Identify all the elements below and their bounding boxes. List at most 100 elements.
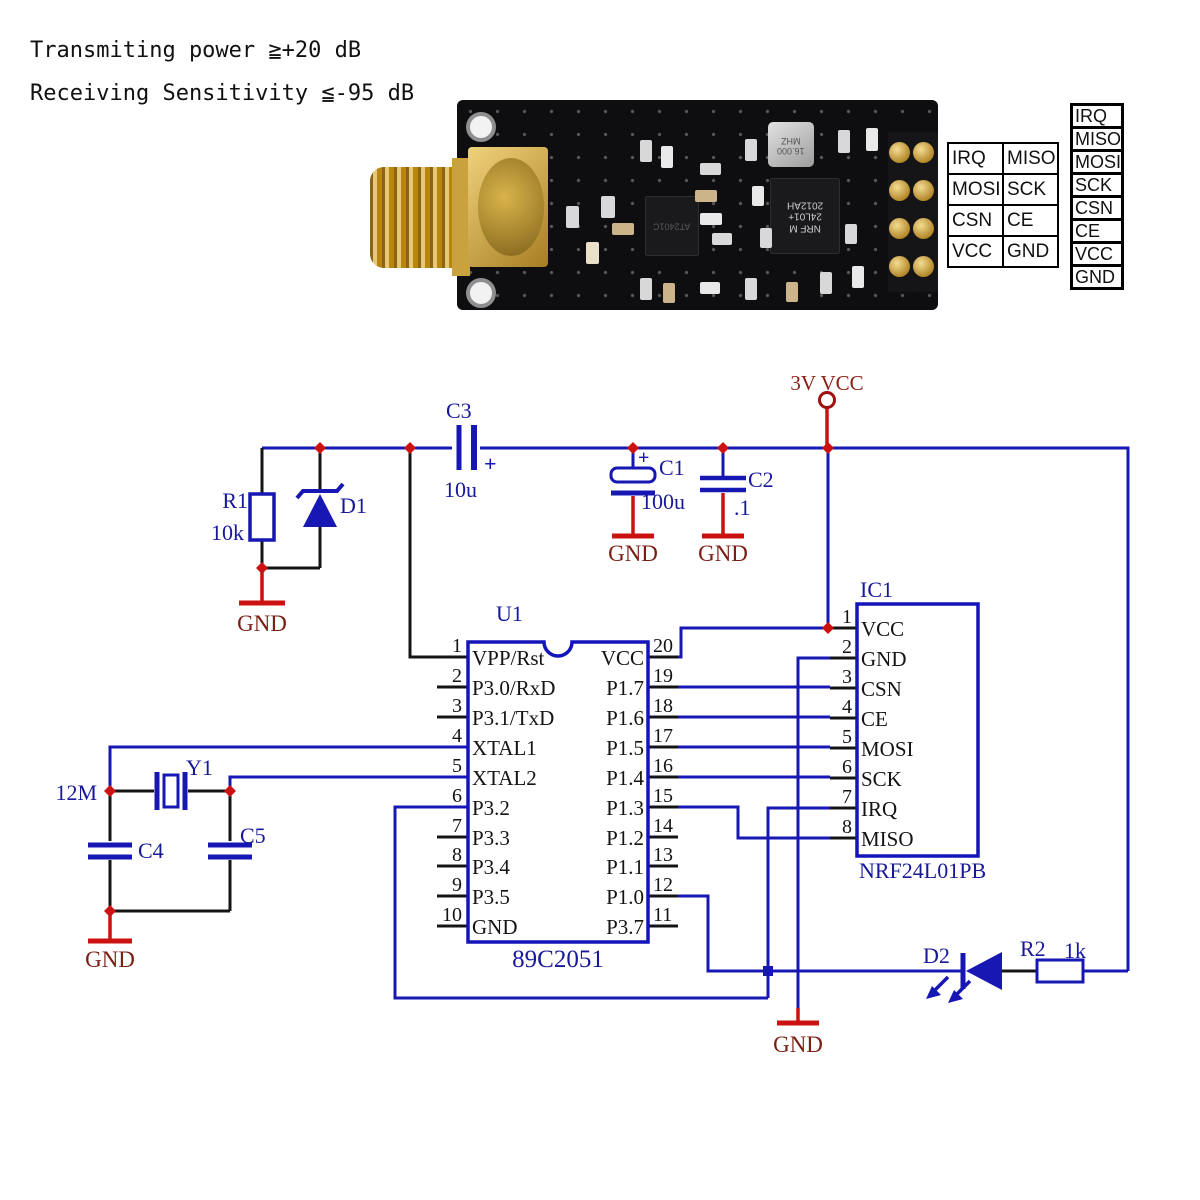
pin-number: 14 [653,815,673,837]
header-pin-icon [913,142,934,163]
pin-name-label: P1.2 [606,826,644,850]
pin-number: 10 [442,904,462,926]
pin-cell: VCC [947,235,1004,268]
eeprom-chip: AT2401C [645,196,699,256]
capacitor-c5-symbol [208,842,252,860]
u1-right-pin-numbers: 20 19 18 17 16 15 14 13 12 11 [653,635,673,926]
r2-ref: R2 [1020,936,1046,961]
pin-number: 2 [842,636,852,658]
smd-component [700,163,721,175]
pin-number: 3 [452,695,462,717]
capacitor-c2-symbol [700,475,746,493]
pin-number: 8 [842,816,852,838]
pin-name-label: P3.0/RxD [472,676,555,700]
xtal2-wire [228,775,468,791]
pin-cell: MISO [1069,126,1125,152]
pin-name-label: P1.4 [606,766,644,790]
smd-component [586,242,599,264]
pin-name-label: GND [472,915,518,939]
pin-number: 11 [653,904,672,926]
pin-name-label: P3.7 [606,915,644,939]
gnd-label: GND [85,947,135,972]
capacitor-c3-symbol [456,425,477,470]
c1-ref: C1 [659,455,685,480]
pin-number: 15 [653,785,673,807]
pin-name-label: MOSI [861,737,914,761]
u1-ref: U1 [496,601,523,626]
d2-ref: D2 [923,943,950,968]
smd-component [695,190,717,202]
capacitor-c4-symbol [88,842,132,860]
smd-component [612,223,634,235]
mounting-hole-icon [466,278,496,308]
header-pin-icon [913,218,934,239]
pin-number: 5 [842,726,852,748]
u1pin1-lead [408,448,468,659]
pin-name-label: VCC [601,646,644,670]
pin-number: 6 [842,756,852,778]
pin-number: 3 [842,666,852,688]
pin-name-label: GND [861,647,907,671]
pin-name-label: XTAL2 [472,766,537,790]
pin-number: 17 [653,725,673,747]
pin-number: 8 [452,844,462,866]
r1-ref: R1 [222,488,248,513]
pin-cell: MISO [1002,142,1059,175]
junction-dot-blue [763,966,773,976]
smd-component [866,128,878,151]
pin-number: 4 [452,725,462,747]
resistor-r1-symbol [248,492,276,542]
pin-name-label: MISO [861,827,914,851]
ic1-pin-names: VCC GND CSN CE MOSI SCK IRQ MISO [861,617,914,851]
u1-right-stubs [648,655,678,928]
pin-cell: MOSI [1069,149,1125,175]
u1pin20-to-ic1vcc-wire [678,626,830,659]
pin-number: 4 [842,696,852,718]
c2-ref: C2 [748,467,774,492]
pin-name-label: P3.4 [472,855,510,879]
spec-transmit-power: Transmiting power ≧+20 dB [30,38,362,63]
u1-right-pin-names: VCC P1.7 P1.6 P1.5 P1.4 P1.3 P1.2 P1.1 P… [601,646,645,939]
pin-name-label: P3.1/TxD [472,706,554,730]
smd-component [640,278,652,300]
pin-name-label: XTAL1 [472,736,537,760]
smd-component [745,139,757,161]
header-pin-icon [913,180,934,201]
ic1-part-label: NRF24L01PB [859,858,986,883]
smd-component [700,282,720,294]
pin-cell: SCK [1069,172,1125,198]
pin-number: 6 [452,785,462,807]
d1-ref: D1 [340,493,367,518]
header-pin-icon [889,180,910,201]
c5-ref: C5 [240,823,266,848]
pin-name-label: P1.3 [606,796,644,820]
gnd-label: GND [237,611,287,636]
pin-number: 9 [452,874,462,896]
c2-value: .1 [734,495,751,520]
smd-component [601,196,615,218]
spec-receive-sensitivity: Receiving Sensitivity ≦-95 dB [30,81,415,106]
ic1-box [855,602,980,858]
pin-cell: GND [1069,264,1125,290]
pin-number: 16 [653,755,673,777]
vcc-rail-wire [262,446,1130,971]
pin-cell: SCK [1002,173,1059,206]
header-pin-icon [913,256,934,277]
sma-connector-nut-icon [452,158,470,276]
pin-name-label: VPP/Rst [472,646,545,670]
vcc-terminal-icon [818,391,836,409]
ic1-gnd-wire [796,656,830,1008]
diode-d1-symbol [295,482,345,527]
pin-cell: CSN [1069,195,1125,221]
smd-component [700,213,722,225]
u1-left-stubs [437,685,468,928]
smd-component [838,130,850,153]
header-pin-icon [889,256,910,277]
pin-name-label: P3.3 [472,826,510,850]
pin-name-label: P1.7 [606,676,644,700]
pin-cell: IRQ [947,142,1004,175]
pin-number: 1 [842,606,852,628]
r1-value: 10k [211,520,244,545]
c4-ref: C4 [138,838,164,863]
